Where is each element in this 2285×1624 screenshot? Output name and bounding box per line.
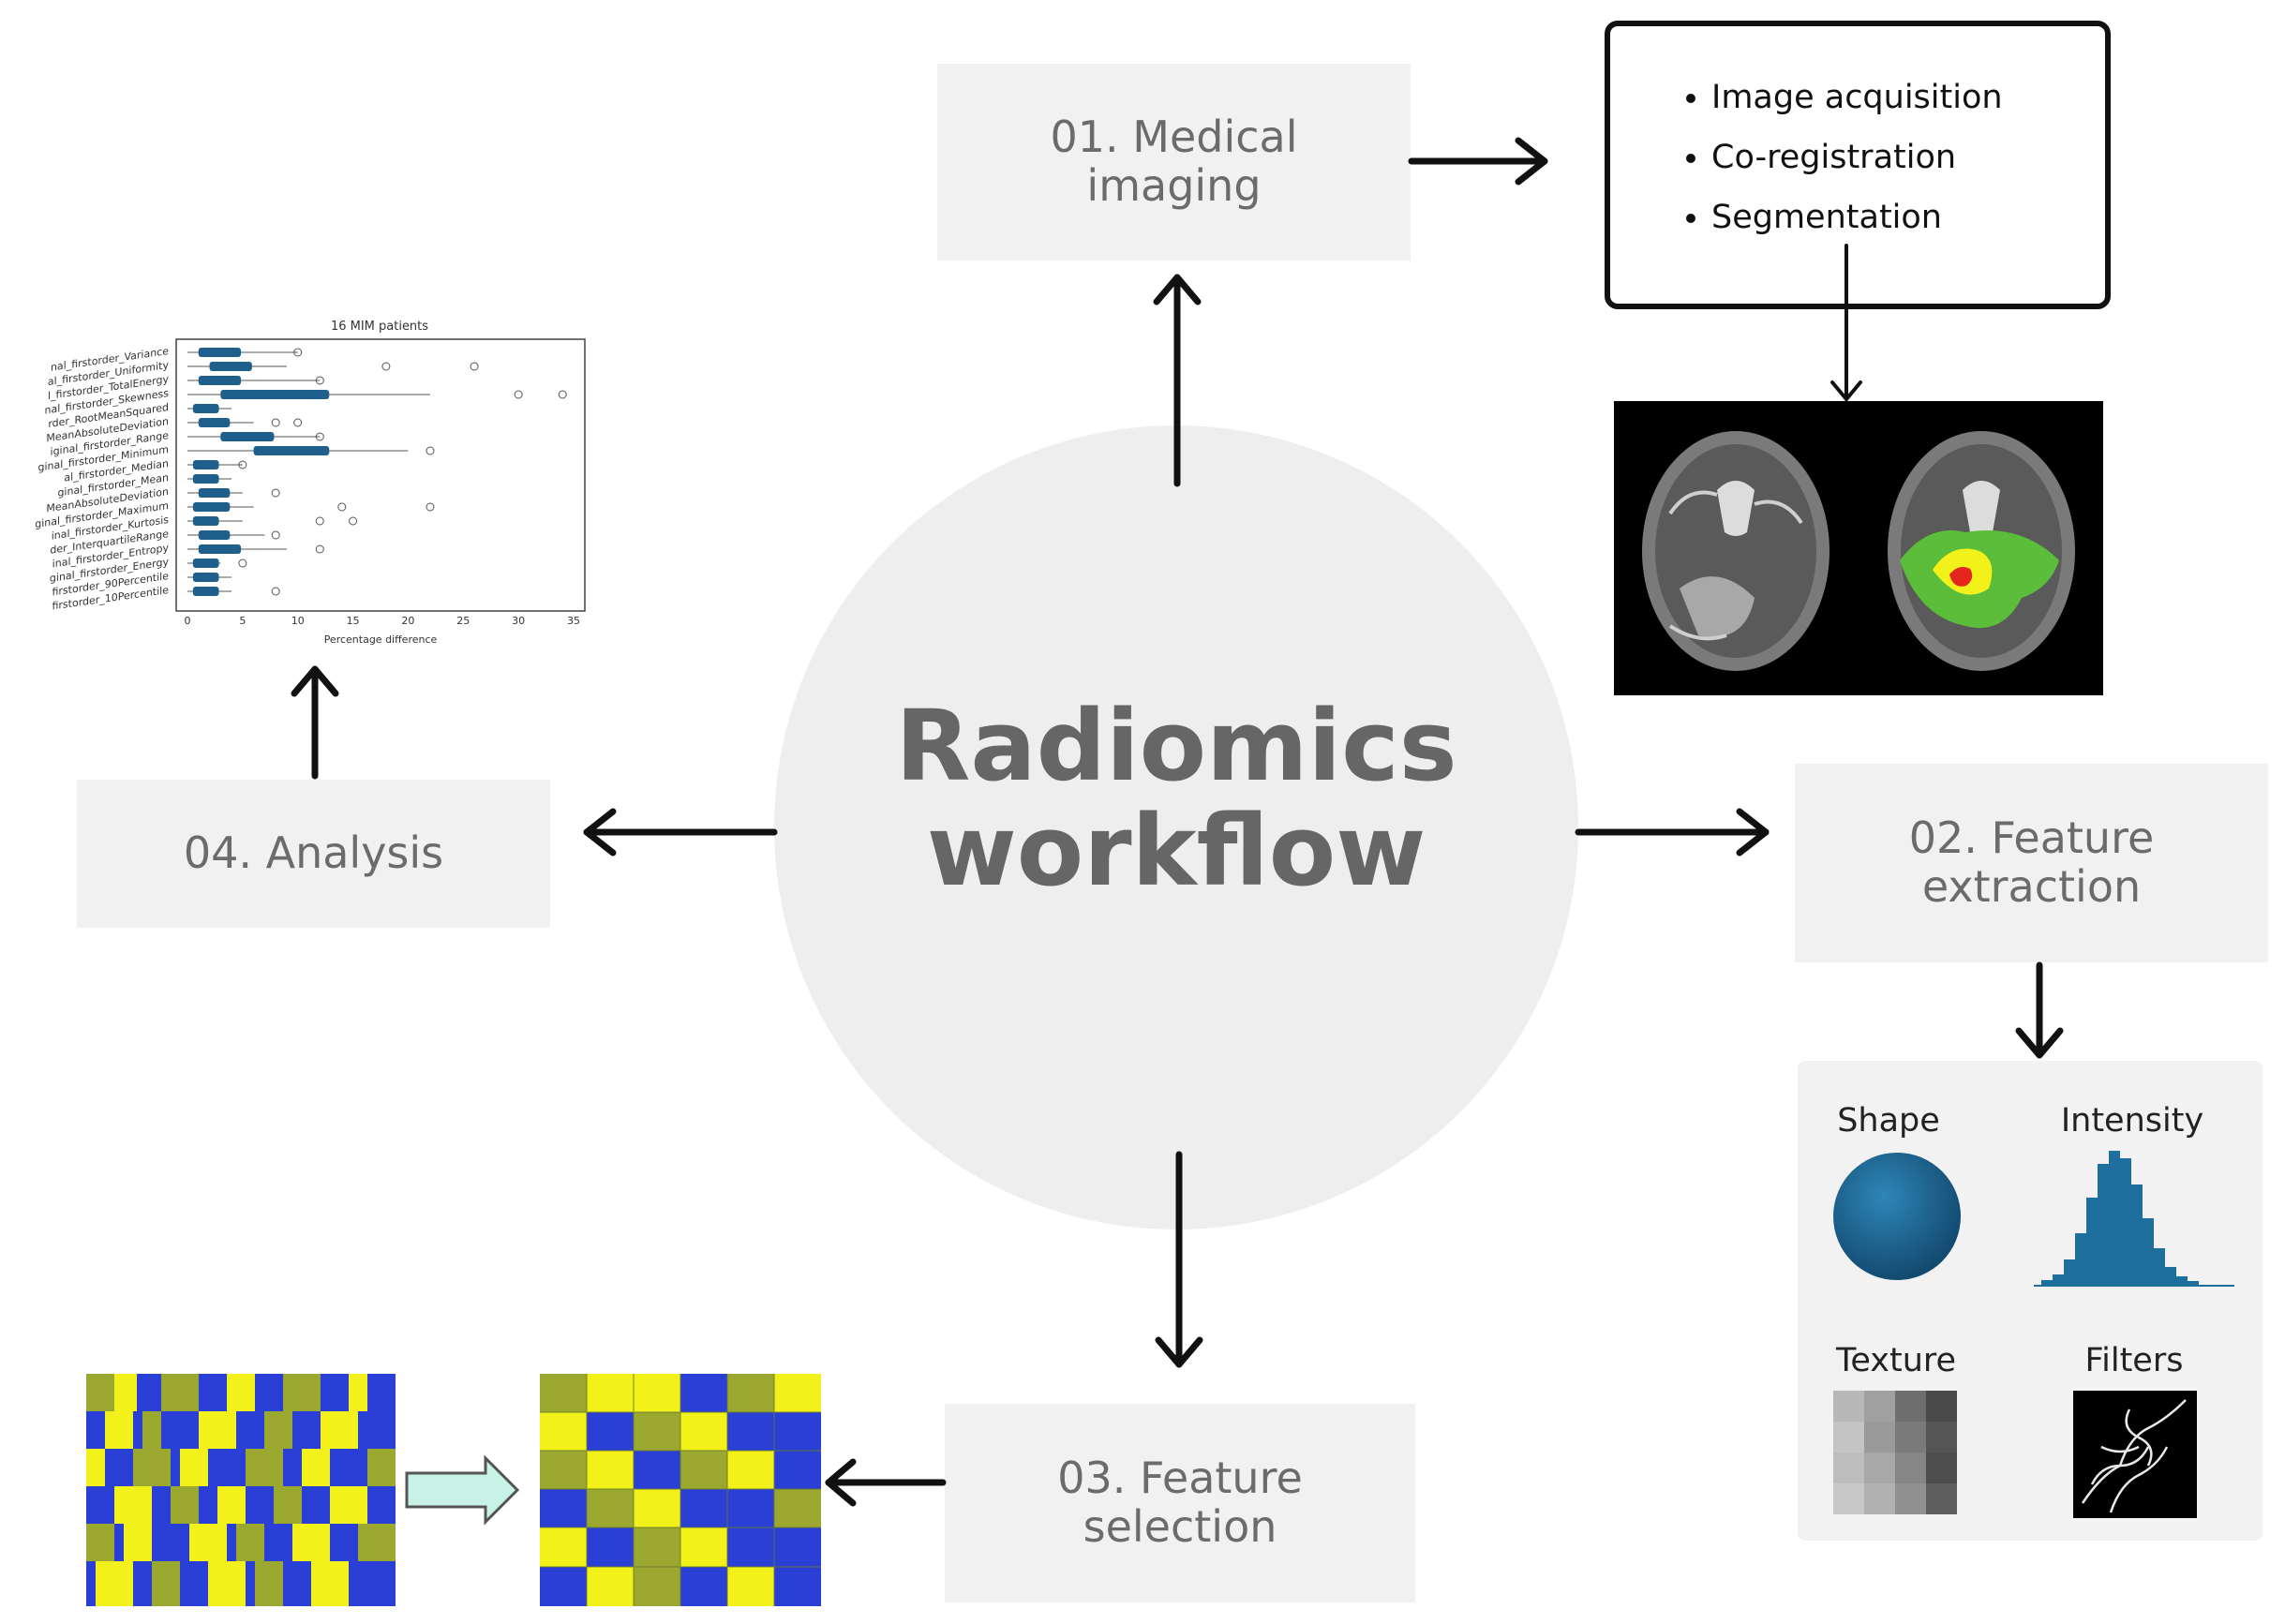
analysis-box [192, 474, 219, 484]
center-circle [774, 425, 1578, 1229]
feature-type-intensity-label: Intensity [2060, 1102, 2204, 1140]
analysis-box [198, 530, 231, 540]
analysis-outlier [514, 390, 523, 399]
diagram-title: Radiomics workflow [895, 689, 1457, 909]
analysis-plot-title: 16 MIM patients [331, 320, 428, 334]
feature-type-texture-label: Texture [1835, 1342, 1957, 1379]
analysis-box [192, 404, 219, 413]
brain-slice-original [1642, 431, 1829, 671]
analysis-outlier [558, 390, 567, 399]
analysis-xtick: 30 [512, 615, 525, 627]
arrow-to-analysis-plot [291, 665, 339, 780]
feature-type-shape-label: Shape [1837, 1102, 1940, 1140]
analysis-outlier [293, 418, 303, 427]
analysis-box [192, 460, 219, 469]
analysis-outlier [315, 544, 324, 554]
feature-heatmap-full [86, 1374, 396, 1606]
analysis-outlier [315, 376, 324, 385]
shape-sphere-icon [1833, 1153, 1961, 1280]
heatmap-transform-arrow [405, 1454, 520, 1526]
analysis-box [220, 432, 275, 441]
analysis-xtick: 0 [185, 615, 191, 627]
step-analysis-label: 04. Analysis [183, 827, 444, 879]
analysis-outlier [381, 362, 391, 371]
brain-slice-segmented [1888, 431, 2075, 671]
arrow-to-analysis [583, 808, 778, 857]
analysis-outlier [271, 530, 280, 540]
step-feature-extraction: 02. Feature extraction [1795, 764, 2268, 962]
arrow-to-medical-imaging [1153, 274, 1202, 487]
analysis-outlier [271, 587, 280, 596]
analysis-outlier [426, 502, 435, 512]
analysis-xtick: 35 [567, 615, 580, 627]
step-feature-selection-label: 03. Feature selection [1057, 1453, 1303, 1552]
analysis-xtick: 5 [239, 615, 246, 627]
preprocessing-item: Image acquisition [1711, 67, 2105, 127]
analysis-boxplot: 16 MIM patients nal_firstorder_Variancea… [35, 320, 586, 646]
analysis-outlier [315, 516, 324, 526]
analysis-outlier [238, 559, 247, 568]
analysis-plot-frame [175, 338, 586, 612]
analysis-box [198, 488, 231, 498]
preprocessing-item: Segmentation [1711, 187, 2105, 247]
feature-type-filters-label: Filters [2084, 1342, 2184, 1379]
analysis-xticks: 0 5 10 15 20 25 30 35 [185, 615, 581, 627]
feature-heatmap-selected [540, 1374, 821, 1606]
analysis-xtick: 20 [401, 615, 414, 627]
preprocessing-item: Co-registration [1711, 127, 2105, 187]
filters-edge-icon [2073, 1391, 2197, 1518]
analysis-box [198, 418, 231, 427]
analysis-box [198, 544, 242, 554]
analysis-box [209, 362, 252, 371]
arrow-to-feature-extraction [1575, 808, 1770, 857]
preprocessing-box: Image acquisition Co-registration Segmen… [1605, 21, 2111, 309]
analysis-xtick: 25 [456, 615, 470, 627]
analysis-outlier [271, 418, 280, 427]
arrow-to-feature-types [2015, 961, 2064, 1059]
intensity-histogram-icon [2034, 1151, 2234, 1287]
analysis-outlier [238, 460, 247, 469]
analysis-outlier [349, 516, 358, 526]
analysis-box [192, 516, 219, 526]
analysis-box [192, 587, 219, 596]
step-medical-imaging: 01. Medical imaging [937, 64, 1411, 261]
analysis-box [253, 446, 330, 455]
analysis-box [192, 559, 219, 568]
analysis-outlier [470, 362, 479, 371]
analysis-box [220, 390, 330, 399]
step-feature-selection: 03. Feature selection [945, 1404, 1415, 1602]
analysis-box [198, 348, 242, 357]
analysis-outlier [271, 488, 280, 498]
arrow-to-preprocessing [1408, 137, 1548, 186]
analysis-xtick: 10 [291, 615, 305, 627]
analysis-feature-labels: nal_firstorder_Varianceal_firstorder_Uni… [35, 345, 169, 612]
analysis-xtick: 15 [347, 615, 360, 627]
brain-scan-image [1614, 401, 2103, 695]
arrow-to-feature-selection [1155, 1151, 1203, 1368]
step-medical-imaging-label: 01. Medical imaging [1050, 112, 1298, 211]
analysis-outlier [315, 432, 324, 441]
analysis-box [192, 502, 231, 512]
analysis-box [198, 376, 242, 385]
analysis-outlier [337, 502, 347, 512]
analysis-plot-xlabel: Percentage difference [324, 633, 438, 646]
texture-matrix-icon [1833, 1391, 1957, 1514]
analysis-outlier [293, 348, 303, 357]
analysis-box [192, 573, 219, 582]
step-analysis: 04. Analysis [77, 780, 550, 928]
analysis-outlier [426, 446, 435, 455]
analysis-boxes [187, 348, 567, 596]
step-feature-extraction-label: 02. Feature extraction [1908, 812, 2155, 912]
arrow-to-selected-heatmap [825, 1458, 947, 1507]
arrow-to-brain-scan [1830, 244, 1862, 401]
